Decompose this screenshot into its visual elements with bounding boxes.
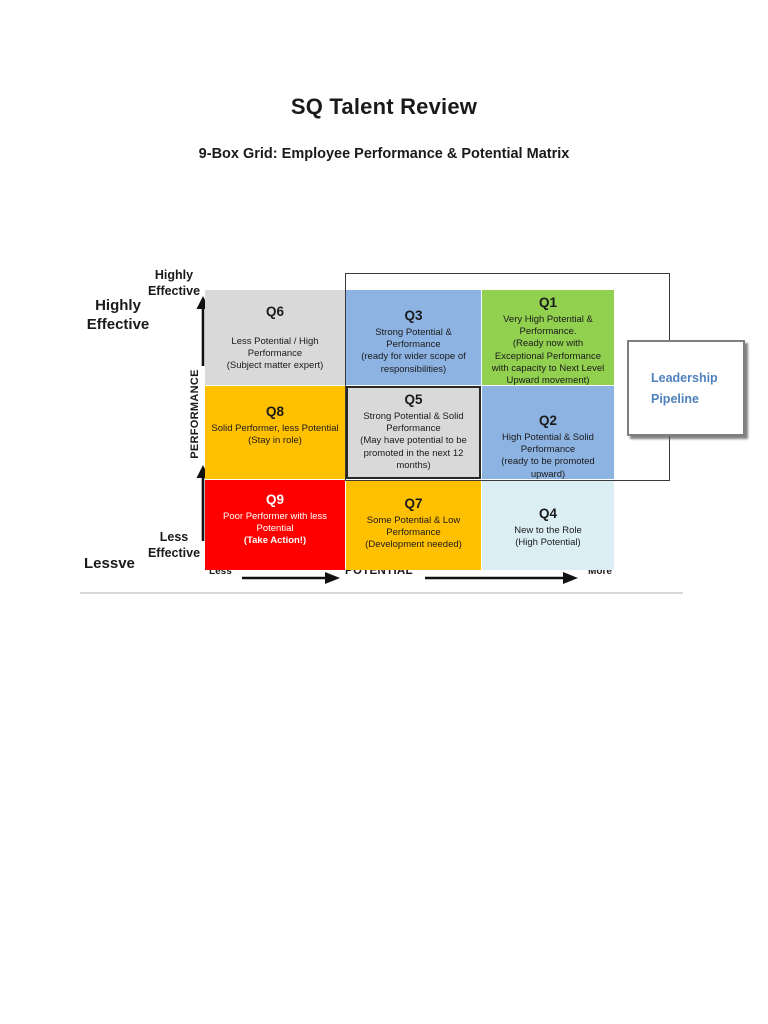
page-title: SQ Talent Review — [290, 94, 478, 119]
cell-q7-note: (Development needed) — [365, 539, 462, 551]
cell-q3-note: (ready for wider scope of responsibiliti… — [361, 351, 466, 375]
cell-q1-description: Very High Potential & Performance. — [503, 313, 593, 337]
performance-axis-label: PERFORMANCE — [189, 369, 201, 459]
grid-cell-q5: Q5 Strong Potential & Solid Performance … — [346, 386, 481, 479]
grid-cell-q6: Q6 Less Potential / High Performance (Su… — [205, 290, 345, 385]
grid-cell-q1: Q1 Very High Potential & Performance. (R… — [482, 290, 614, 387]
grid-cell-q8: Q8 Solid Performer, less Potential (Stay… — [205, 386, 345, 479]
leadership-pipeline-callout: Leadership Pipeline — [627, 340, 745, 436]
callout-line1: Leadership — [651, 370, 718, 385]
cell-q4-note: (High Potential) — [515, 536, 581, 548]
cell-q8-description: Solid Performer, less Potential — [211, 422, 339, 434]
cell-q9-note: (Take Action!) — [243, 535, 307, 547]
cell-q4-title: Q4 — [538, 506, 557, 521]
cell-q6-note: (Subject matter expert) — [226, 360, 324, 372]
cell-q9-title: Q9 — [265, 492, 284, 507]
grid-cell-q3: Q3 Strong Potential & Performance (ready… — [346, 290, 481, 385]
potential-more-label: More — [588, 566, 612, 577]
cell-q6-description: Less Potential / High Performance — [231, 335, 319, 359]
cell-q3-description: Strong Potential & Performance — [375, 326, 452, 350]
potential-less-label: Less — [209, 566, 232, 577]
cell-q7-description: Some Potential & Low Performance — [366, 514, 461, 538]
y-axis-outer-bottom-label: Lessve — [84, 555, 135, 572]
cell-q6-title: Q6 — [265, 304, 284, 319]
cell-q9-description: Poor Performer with less Potential — [222, 510, 327, 534]
cell-q2-description: High Potential & Solid Performance — [502, 431, 594, 455]
grid-cell-q9: Q9 Poor Performer with less Potential (T… — [205, 480, 345, 570]
y-axis-inner-top-label: Highly Effective — [147, 268, 201, 298]
grid-cell-q7: Q7 Some Potential & Low Performance (Dev… — [346, 480, 481, 570]
cell-q5-description: Strong Potential & Solid Performance — [363, 410, 464, 434]
grid-cell-q4: Q4 New to the Role (High Potential) — [482, 480, 614, 570]
cell-q3-title: Q3 — [404, 308, 423, 323]
cell-q1-note: (Ready now with Exceptional Performance … — [491, 338, 605, 387]
cell-q2-note: (ready to be promoted upward) — [501, 456, 595, 480]
page-subtitle: 9-Box Grid: Employee Performance & Poten… — [198, 146, 570, 162]
callout-line2: Pipeline — [651, 391, 699, 406]
cell-q7-title: Q7 — [404, 496, 423, 511]
cell-q8-note: (Stay in role) — [248, 434, 302, 446]
y-axis-outer-top-label: Highly Effective — [86, 297, 150, 333]
grid-cell-q2: Q2 High Potential & Solid Performance (r… — [482, 386, 614, 480]
leadership-pipeline-bracket — [345, 273, 670, 481]
nine-box-grid: Q6 Less Potential / High Performance (Su… — [205, 290, 614, 570]
cell-q4-description: New to the Role — [514, 524, 582, 536]
cell-q5-note: (May have potential to be promoted in th… — [360, 435, 467, 471]
potential-arrow-left-icon — [240, 570, 340, 586]
page-divider-line — [80, 592, 683, 594]
cell-q5-title: Q5 — [404, 392, 423, 407]
cell-q2-title: Q2 — [538, 413, 557, 428]
cell-q8-title: Q8 — [265, 404, 284, 419]
cell-q1-title: Q1 — [538, 295, 557, 310]
potential-arrow-right-icon — [423, 570, 578, 586]
y-axis-inner-bottom-label: Less Effective — [147, 530, 201, 560]
